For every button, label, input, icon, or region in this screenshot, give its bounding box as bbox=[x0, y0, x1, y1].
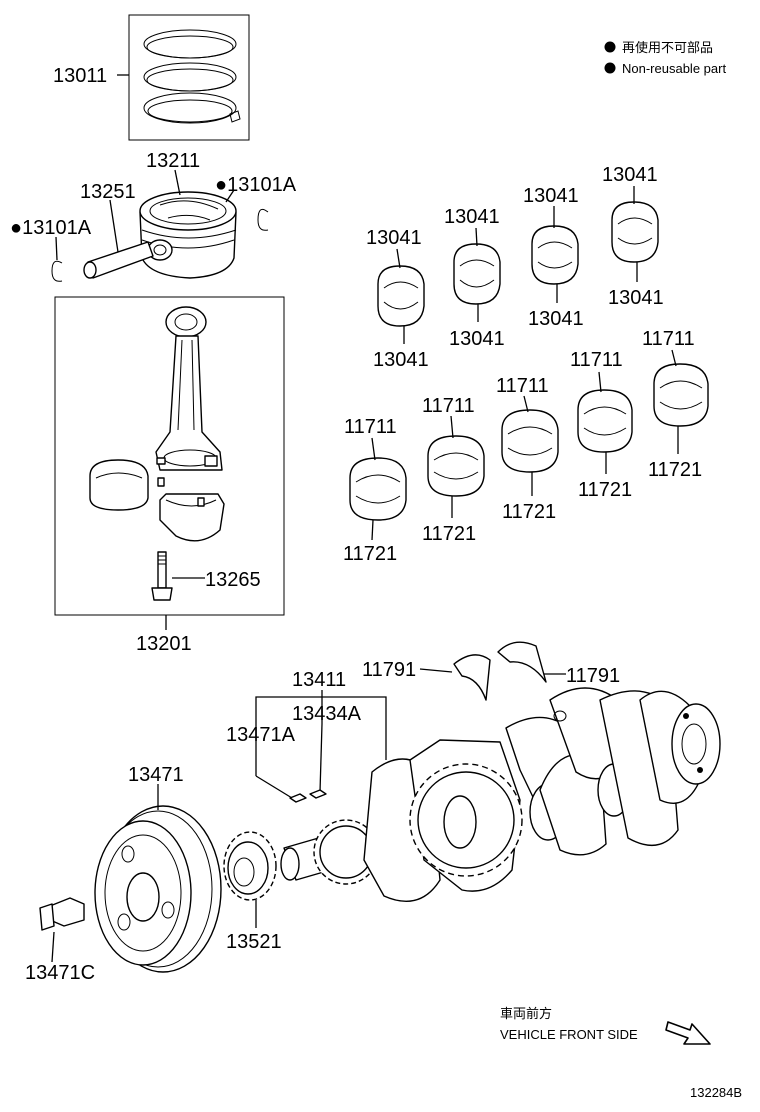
part-number-13101A-right: ●13101A bbox=[215, 174, 297, 196]
part-number-13011: 13011 bbox=[53, 65, 107, 87]
legend: 再使用不可部品 Non-reusable part bbox=[604, 40, 726, 76]
part-number-13265: 13265 bbox=[205, 569, 261, 591]
part-number-11791-right: 11791 bbox=[566, 665, 620, 687]
part-number-11721-2: 11721 bbox=[422, 523, 476, 545]
part-number-13471A: 13471A bbox=[226, 724, 296, 746]
pulley-bolt: 13471C bbox=[25, 897, 95, 984]
legend-en-text: Non-reusable part bbox=[622, 61, 726, 76]
part-number-13251: 13251 bbox=[80, 181, 136, 203]
part-number-11711-2: 11711 bbox=[422, 395, 475, 417]
part-number-11711-5: 11711 bbox=[642, 328, 695, 350]
part-number-13041-1: 13041 bbox=[366, 227, 422, 249]
part-number-13471: 13471 bbox=[128, 764, 184, 786]
part-number-13041-3: 13041 bbox=[444, 206, 500, 228]
part-number-11711-1: 11711 bbox=[344, 416, 397, 438]
main-bearings: 11711 11721 11711 11721 11711 11721 1171… bbox=[343, 328, 709, 565]
vehicle-front-indicator: 車両前方 VEHICLE FRONT SIDE bbox=[500, 1006, 711, 1045]
part-number-13434A: 13434A bbox=[292, 703, 362, 725]
timing-sprocket: 13521 bbox=[223, 831, 282, 953]
direction-jp-label: 車両前方 bbox=[500, 1006, 552, 1021]
part-number-13041-7: 13041 bbox=[602, 164, 658, 186]
part-number-11721-1: 11721 bbox=[343, 543, 397, 565]
part-number-13041-5: 13041 bbox=[523, 185, 579, 207]
part-number-11791-left: 11791 bbox=[362, 659, 416, 681]
part-number-13041-6: 13041 bbox=[528, 308, 584, 330]
part-number-13471C: 13471C bbox=[25, 962, 95, 984]
rod-bearings: 13041 13041 13041 13041 13041 13041 1304… bbox=[366, 164, 664, 371]
part-number-13101A-left: ●13101A bbox=[10, 217, 92, 239]
piston-ring-set: 13011 bbox=[53, 14, 250, 141]
black-dot-icon bbox=[604, 62, 616, 74]
part-number-11721-3: 11721 bbox=[502, 501, 556, 523]
part-number-11711-3: 11711 bbox=[496, 375, 549, 397]
part-number-11721-5: 11721 bbox=[648, 459, 702, 481]
part-number-11711-4: 11711 bbox=[570, 349, 623, 371]
front-direction-arrow-icon bbox=[665, 1021, 711, 1045]
black-dot-icon bbox=[604, 41, 616, 53]
part-number-13041-4: 13041 bbox=[449, 328, 505, 350]
illustration-id: 132284B bbox=[690, 1085, 742, 1100]
crankshaft: 13411 13434A 13471A bbox=[226, 669, 721, 903]
part-number-11721-4: 11721 bbox=[578, 479, 632, 501]
part-number-13041-8: 13041 bbox=[608, 287, 664, 309]
connecting-rod-assembly: 13265 13201 bbox=[54, 296, 285, 655]
part-number-13411: 13411 bbox=[292, 669, 346, 691]
legend-jp-text: 再使用不可部品 bbox=[622, 40, 713, 55]
direction-en-label: VEHICLE FRONT SIDE bbox=[500, 1027, 638, 1042]
part-number-13211: 13211 bbox=[146, 150, 200, 172]
part-number-13201: 13201 bbox=[136, 633, 192, 655]
part-number-13521: 13521 bbox=[226, 931, 282, 953]
thrust-washers: 11791 11791 bbox=[362, 641, 620, 701]
part-number-13041-2: 13041 bbox=[373, 349, 429, 371]
piston-assembly: 13211 13251 ●13101A ●13101A bbox=[10, 150, 297, 282]
crank-pulley: 13471 bbox=[94, 764, 222, 973]
